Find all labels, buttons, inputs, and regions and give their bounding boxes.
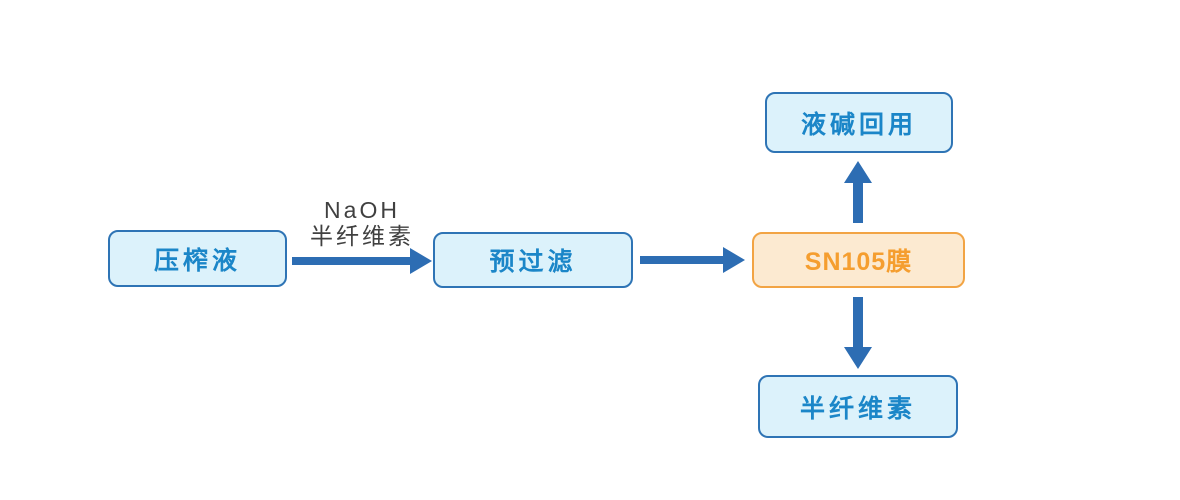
node-alkali-reuse: 液碱回用 [765,92,953,153]
node-sn105-membrane: SN105膜 [752,232,965,288]
arrow-head [723,247,745,273]
arrow-up-icon-sn105-to-alkali-reuse [844,161,872,223]
node-hemicellulose-label: 半纤维素 [799,394,916,423]
arrow-right-icon-pre-filter-to-sn105 [640,247,745,273]
arrow-shaft [292,257,414,265]
edge-label-line2: 半纤维素 [310,223,414,249]
node-press-liquid-label: 压榨液 [153,246,241,275]
node-hemicellulose: 半纤维素 [758,375,958,438]
edge-label-naoh-hemicellulose: NaOH 半纤维素 [282,197,442,249]
node-pre-filter-label: 预过滤 [489,248,577,276]
arrow-right-icon-press-liquid-to-pre-filter [292,248,432,274]
node-sn105-membrane-label: SN105膜 [804,248,913,276]
arrow-head [410,248,432,274]
arrow-shaft [853,297,863,349]
node-pre-filter: 预过滤 [433,232,633,288]
node-press-liquid: 压榨液 [108,230,287,287]
edge-label-line1: NaOH [324,197,400,223]
node-alkali-reuse-label: 液碱回用 [800,110,917,139]
arrow-down-icon-sn105-to-hemicellulose [844,297,872,369]
arrow-shaft [640,256,727,264]
arrow-shaft [853,181,863,223]
arrow-head [844,347,872,369]
arrow-head [844,161,872,183]
